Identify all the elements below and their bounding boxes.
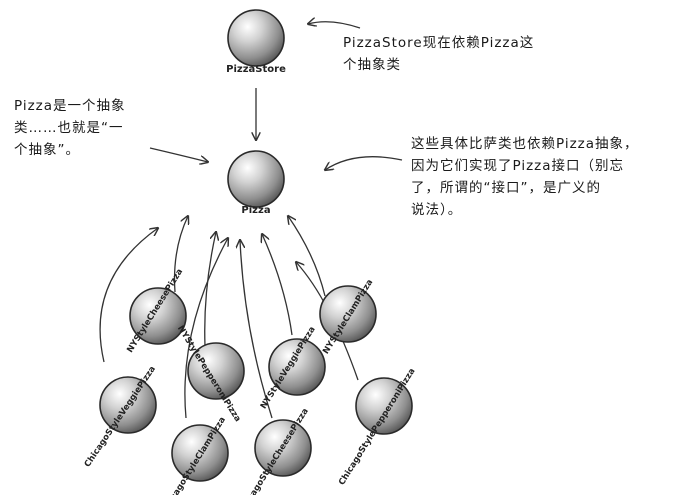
- pizza-label: Pizza: [241, 205, 270, 216]
- arrow-ny-pepperoni-to-pizza: [205, 232, 216, 346]
- note-line: 个抽象类: [343, 54, 534, 76]
- pizza-store-label: PizzaStore: [226, 64, 286, 75]
- note-line: 因为它们实现了Pizza接口（别忘: [411, 155, 639, 177]
- note-pizza-abstract: Pizza是一个抽象 类……也就是“一 个抽象”。: [14, 95, 126, 161]
- note-line: 说法）。: [411, 199, 639, 221]
- arrow-note-left-pointer: [150, 148, 208, 162]
- note-line: 个抽象”。: [14, 139, 126, 161]
- note-line: Pizza是一个抽象: [14, 95, 126, 117]
- note-line: 了，所谓的“接口”，是广义的: [411, 177, 639, 199]
- note-line: 这些具体比萨类也依赖Pizza抽象，: [411, 133, 639, 155]
- pizza-ball: [228, 151, 284, 207]
- pizza-store-ball: [228, 10, 284, 66]
- note-line: PizzaStore现在依赖Pizza这: [343, 32, 534, 54]
- note-line: 类……也就是“一: [14, 117, 126, 139]
- note-concrete-depend: 这些具体比萨类也依赖Pizza抽象， 因为它们实现了Pizza接口（别忘 了，所…: [411, 133, 639, 221]
- note-store-depends: PizzaStore现在依赖Pizza这 个抽象类: [343, 32, 534, 76]
- arrow-note-top-pointer: [308, 22, 360, 28]
- arrow-ny-veggie-to-pizza: [262, 234, 292, 335]
- arrow-note-right-pointer: [325, 157, 402, 170]
- arrow-ny-clam-to-pizza: [288, 216, 325, 296]
